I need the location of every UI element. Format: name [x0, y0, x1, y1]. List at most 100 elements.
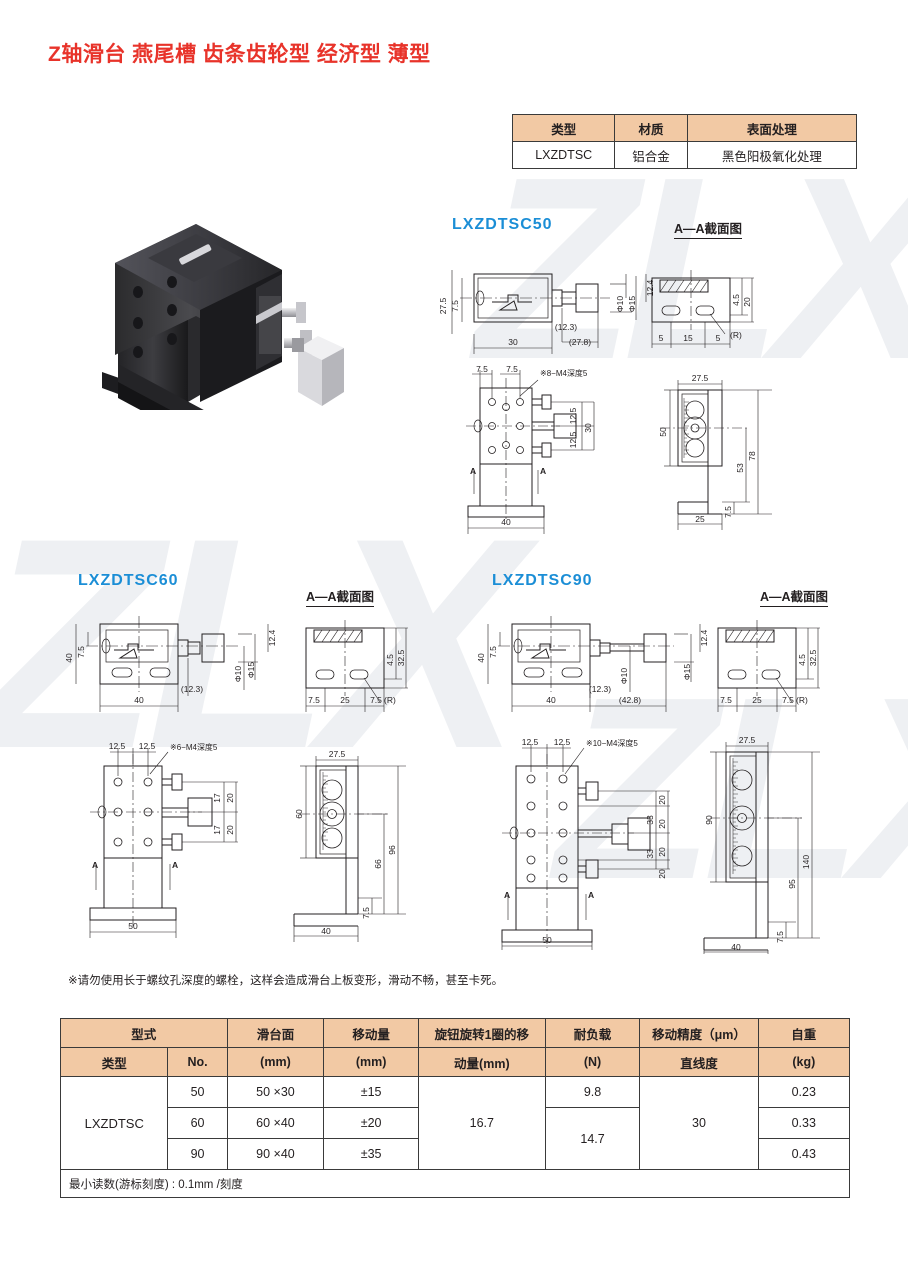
- dim-5b: 5: [716, 333, 721, 343]
- spec-no: 60: [167, 1107, 228, 1139]
- dim-7-5-a: 7.5: [720, 695, 732, 705]
- dim-dia-15: Φ15: [627, 296, 637, 313]
- dim-40: 40: [501, 517, 511, 527]
- dim-78: 78: [747, 451, 757, 461]
- spec-header-row-1: 型式 滑台面 移动量 旋钮旋转1圈的移 耐负载 移动精度（μm） 自重: [60, 1018, 851, 1048]
- dim-33-b: 33: [645, 849, 655, 859]
- spec-h-perturn: 旋钮旋转1圈的移: [417, 1018, 546, 1048]
- dim-5a: 5: [659, 333, 664, 343]
- dim-dia-15: Φ15: [246, 662, 256, 679]
- dim-4-5: 4.5: [797, 654, 807, 666]
- spec-per-turn: 16.7: [417, 1076, 546, 1170]
- spec-travel: ±35: [323, 1138, 419, 1170]
- dim-12-5-b: 12.5: [568, 431, 578, 448]
- dim-7-5-b: 7.5: [506, 364, 518, 374]
- dim-50: 50: [658, 427, 668, 437]
- drawing-90-front-view: 12.5 12.5 ※10−M4深度5 20 33 20 20 33 20 50…: [474, 737, 729, 953]
- mark-a-right: A: [540, 466, 546, 476]
- drawing-50-side-view: 27.5 50 78 53 7.5 25: [640, 362, 870, 537]
- dim-radius: (R): [384, 695, 396, 705]
- spec-h-surface: 滑台面: [226, 1018, 325, 1048]
- dim-7-5: 7.5: [450, 300, 460, 312]
- spec-h-load-unit: (N): [544, 1047, 641, 1077]
- material-header-surface: 表面处理: [686, 114, 858, 142]
- drawing-60-section-aa: 4.5 32.5 7.5 25 7.5 (R): [288, 612, 503, 730]
- mark-a-right: A: [588, 890, 594, 900]
- dim-7-5-b: 7.5: [782, 695, 794, 705]
- spec-h-model: 型式: [60, 1018, 228, 1048]
- dim-27-5: 27.5: [438, 297, 448, 314]
- drawing-60-top-view: 40 7.5 40 (12.3) Φ10 Φ15 12.4: [62, 612, 297, 730]
- spec-header-row-2: 类型 No. (mm) (mm) 动量(mm) (N) 直线度 (kg): [59, 1047, 851, 1077]
- dim-12-5-a: 12.5: [522, 737, 539, 747]
- model-label-60: LXZDTSC60: [78, 572, 179, 589]
- dim-27-5: 27.5: [739, 735, 756, 745]
- dim-dia-10: Φ10: [233, 666, 243, 683]
- product-photo: [60, 120, 390, 472]
- dim-7-5: 7.5: [775, 931, 785, 943]
- table-row: 90 90 ×40 ±35 0.43: [61, 1138, 851, 1170]
- spec-h-surface-unit: (mm): [226, 1047, 325, 1077]
- dim-40-len: 40: [134, 695, 144, 705]
- dim-7-5: 7.5: [361, 907, 371, 919]
- spec-h-travel-unit: (mm): [323, 1047, 419, 1077]
- drawing-60-front-view: 12.5 12.5 ※6−M4深度5 17 20 17 20 50 A A: [62, 738, 312, 953]
- model-label-50: LXZDTSC50: [452, 216, 553, 233]
- spec-h-accuracy-unit: 直线度: [639, 1047, 759, 1077]
- dim-96: 96: [387, 845, 397, 855]
- dim-25: 25: [340, 695, 350, 705]
- dim-7-5: 7.5: [723, 506, 733, 518]
- drawing-90-side-view: 27.5 90 140 95 7.5 40: [690, 735, 905, 956]
- drawing-50-section-aa: 4.5 20 5 15 5 (R): [630, 258, 845, 373]
- mark-a-right: A: [172, 860, 178, 870]
- dim-50: 50: [542, 935, 552, 945]
- dim-radius: (R): [730, 330, 742, 340]
- dim-dia-10: Φ10: [615, 296, 625, 313]
- table-row: LXZDTSC 铝合金 黑色阳极氧化处理: [511, 141, 858, 169]
- dim-32-5: 32.5: [808, 649, 818, 666]
- dim-66: 66: [373, 859, 383, 869]
- material-value-surface: 黑色阳极氧化处理: [686, 141, 858, 169]
- label-thread-60: ※6−M4深度5: [170, 742, 218, 752]
- dim-27-5: 27.5: [692, 373, 709, 383]
- dim-42-8: (42.8): [619, 695, 641, 705]
- mark-a-left: A: [92, 860, 98, 870]
- dim-40: 40: [476, 653, 486, 663]
- spec-weight: 0.23: [757, 1076, 851, 1108]
- spec-surface: 50 ×30: [226, 1076, 325, 1108]
- material-value-material: 铝合金: [614, 141, 688, 169]
- dim-12-4: 12.4: [699, 629, 709, 646]
- warning-note: ※请勿使用长于螺纹孔深度的螺栓，这样会造成滑台上板变形，滑动不畅，甚至卡死。: [68, 975, 504, 987]
- dim-50: 50: [128, 921, 138, 931]
- drawing-90-section-aa: 4.5 32.5 7.5 25 7.5 (R): [700, 612, 900, 730]
- section-aa-label-50: A—A截面图: [674, 218, 743, 239]
- drawing-60-side-view: 27.5 60 96 66 7.5 40: [278, 738, 503, 953]
- dim-33-a: 33: [645, 815, 655, 825]
- table-row: LXZDTSC 50 50 ×30 ±15 16.7 9.8 30 0.23: [59, 1076, 851, 1170]
- section-aa-label-90: A—A截面图: [760, 586, 829, 607]
- dim-12-4: 12.4: [645, 279, 655, 296]
- spec-h-accuracy: 移动精度（μm）: [639, 1018, 759, 1048]
- spec-accuracy: 30: [639, 1076, 759, 1170]
- table-row: 类型 材质 表面处理: [511, 114, 858, 142]
- spec-no: 50: [167, 1076, 228, 1108]
- dim-7-5-b: 7.5: [370, 695, 382, 705]
- spec-weight: 0.33: [757, 1107, 851, 1139]
- dim-20-a: 20: [225, 793, 235, 803]
- dim-12-3: (12.3): [181, 684, 203, 694]
- dim-12-5-b: 12.5: [554, 737, 571, 747]
- spec-model: LXZDTSC: [59, 1076, 169, 1170]
- table-row: 60 60 ×40 ±20 14.7 0.33: [61, 1107, 851, 1170]
- page-title: Z轴滑台 燕尾槽 齿条齿轮型 经济型 薄型: [48, 43, 431, 66]
- section-aa-label-60: A—A截面图: [306, 586, 375, 607]
- dim-40: 40: [64, 653, 74, 663]
- material-header-material: 材质: [614, 114, 688, 142]
- dim-12-5-b: 12.5: [139, 741, 156, 751]
- dim-53: 53: [735, 463, 745, 473]
- dim-40: 40: [321, 926, 331, 936]
- material-table: 类型 材质 表面处理 LXZDTSC 铝合金 黑色阳极氧化处理: [511, 114, 858, 169]
- dim-32-5: 32.5: [396, 649, 406, 666]
- dim-27-8: (27.8): [569, 337, 591, 347]
- dim-4-5: 4.5: [385, 654, 395, 666]
- spec-footer-note: 最小读数(游标刻度) : 0.1mm /刻度: [60, 1169, 850, 1198]
